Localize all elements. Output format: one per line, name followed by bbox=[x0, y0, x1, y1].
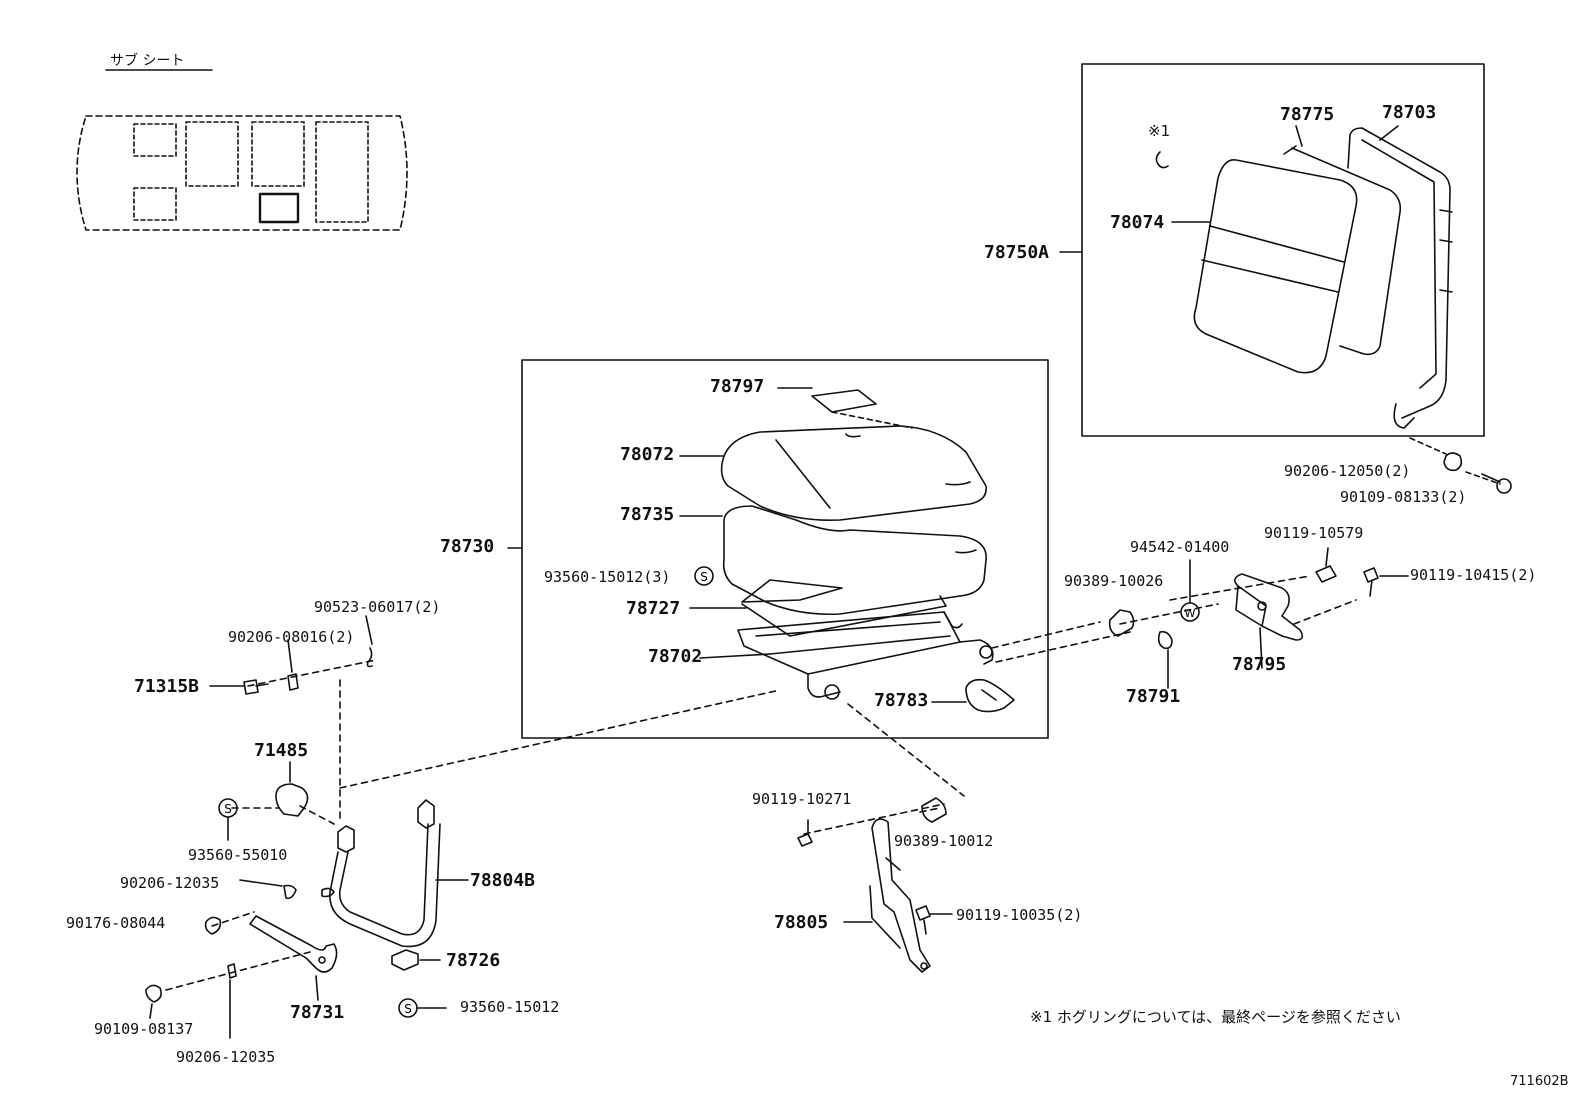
bolt-71315b-drawing bbox=[209, 615, 373, 695]
hog-ring-mark: ※1 bbox=[1148, 122, 1171, 140]
bolt-90119-10579-drawing bbox=[1315, 547, 1337, 583]
washer-w-94542-drawing bbox=[1180, 559, 1200, 622]
bolt-90119-10415-drawing bbox=[1363, 567, 1409, 597]
label-90109-08137[interactable]: 90109-08137 bbox=[94, 1020, 194, 1038]
label-90119-10035[interactable]: 90119-10035(2) bbox=[956, 906, 1083, 924]
label-78805[interactable]: 78805 bbox=[774, 912, 829, 933]
label-93560-55010[interactable]: 93560-55010 bbox=[188, 846, 288, 864]
seat-cushion-assembly-box bbox=[507, 359, 1049, 739]
label-78703[interactable]: 78703 bbox=[1382, 102, 1437, 123]
washer-90206-12050-drawing bbox=[1409, 437, 1463, 472]
label-78750a[interactable]: 78750A bbox=[984, 242, 1050, 263]
label-78735[interactable]: 78735 bbox=[620, 504, 675, 525]
label-78797[interactable]: 78797 bbox=[710, 376, 765, 397]
circle-s-93560-55010 bbox=[218, 798, 238, 841]
label-78775[interactable]: 78775 bbox=[1280, 104, 1335, 125]
w-mark: W bbox=[1185, 607, 1196, 620]
label-90206-12050[interactable]: 90206-12050(2) bbox=[1284, 462, 1411, 480]
label-93560-15012[interactable]: 93560-15012 bbox=[460, 998, 560, 1016]
vehicle-seat-layout-inset bbox=[76, 69, 408, 231]
label-71485[interactable]: 71485 bbox=[254, 740, 309, 761]
stopper-71485-drawing bbox=[275, 761, 309, 817]
label-90109-08133[interactable]: 90109-08133(2) bbox=[1340, 488, 1467, 506]
label-94542-01400[interactable]: 94542-01400 bbox=[1130, 538, 1230, 556]
hinge-78805-drawing bbox=[797, 797, 953, 973]
s-mark-1: S bbox=[700, 570, 708, 584]
label-90389-10026[interactable]: 90389-10026 bbox=[1064, 572, 1164, 590]
label-78730[interactable]: 78730 bbox=[440, 536, 495, 557]
label-93560-15012-3[interactable]: 93560-15012(3) bbox=[544, 568, 671, 586]
label-78072[interactable]: 78072 bbox=[620, 444, 675, 465]
footnote: ※1 ホグリングについては、最終ページを参照ください bbox=[1030, 1008, 1401, 1026]
label-78795[interactable]: 78795 bbox=[1232, 654, 1287, 675]
s-mark-2: S bbox=[224, 802, 232, 816]
label-78783[interactable]: 78783 bbox=[874, 690, 929, 711]
label-90206-12035-bottom[interactable]: 90206-12035 bbox=[176, 1048, 276, 1066]
bushing-90389-10026-drawing bbox=[1108, 609, 1135, 637]
leg-78804b-drawing bbox=[321, 799, 469, 948]
label-71315b[interactable]: 71315B bbox=[134, 676, 200, 697]
label-78804b[interactable]: 78804B bbox=[470, 870, 536, 891]
label-90523-06017[interactable]: 90523-06017(2) bbox=[314, 598, 441, 616]
label-90206-08016[interactable]: 90206-08016(2) bbox=[228, 628, 355, 646]
label-78731[interactable]: 78731 bbox=[290, 1002, 345, 1023]
seat-back-assembly-box bbox=[1059, 63, 1485, 437]
s-mark-3: S bbox=[404, 1002, 412, 1016]
spacer-78726-drawing bbox=[391, 949, 441, 971]
label-90206-12035-top[interactable]: 90206-12035 bbox=[120, 874, 220, 892]
assembly-connection-lines bbox=[165, 575, 1357, 991]
inset-title: サブ シート bbox=[110, 53, 185, 69]
label-78727[interactable]: 78727 bbox=[626, 598, 681, 619]
spring-78791-drawing bbox=[1157, 630, 1173, 689]
label-78074[interactable]: 78074 bbox=[1110, 212, 1165, 233]
link-78731-drawing bbox=[145, 879, 338, 1039]
label-90389-10012[interactable]: 90389-10012 bbox=[894, 832, 994, 850]
label-78726[interactable]: 78726 bbox=[446, 950, 501, 971]
label-90119-10415[interactable]: 90119-10415(2) bbox=[1410, 566, 1537, 584]
label-90119-10579[interactable]: 90119-10579 bbox=[1264, 524, 1364, 542]
bolt-90109-08133-drawing bbox=[1465, 471, 1512, 494]
bracket-78795-drawing bbox=[1234, 573, 1304, 669]
label-78791[interactable]: 78791 bbox=[1126, 686, 1181, 707]
label-78702[interactable]: 78702 bbox=[648, 646, 703, 667]
label-90119-10271[interactable]: 90119-10271 bbox=[752, 790, 852, 808]
figure-id: 711602B bbox=[1510, 1074, 1569, 1089]
label-90176-08044[interactable]: 90176-08044 bbox=[66, 914, 166, 932]
circle-s-93560-15012 bbox=[398, 998, 447, 1018]
